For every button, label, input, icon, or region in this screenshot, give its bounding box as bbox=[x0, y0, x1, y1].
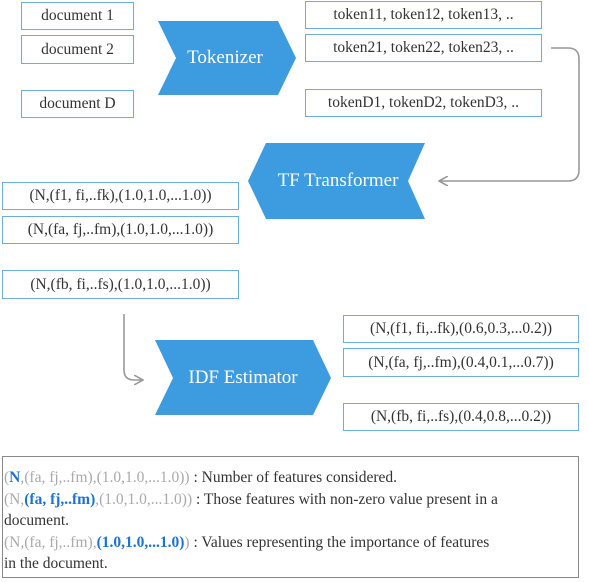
idf-vector-box: (N,(fa, fj,..fm),(0.4,0.1,...0.7)) bbox=[343, 348, 579, 377]
tf-transformer-shape bbox=[248, 143, 425, 219]
legend-features-highlight: (fa, fj,..fm) bbox=[24, 490, 96, 508]
idf-estimator-label: IDF Estimator bbox=[188, 366, 298, 388]
legend-line-n: (N,(fa, fj,..fm),(1.0,1.0,...1.0)) : Num… bbox=[4, 469, 398, 486]
tf-transformer-label: TF Transformer bbox=[277, 170, 399, 191]
tf-vector-box: (N,(f1, fi,..fk),(1.0,1.0,...1.0)) bbox=[2, 182, 239, 210]
idf-vector-box: (N,(fb, fi,..fs),(0.4,0.8,...0.2)) bbox=[343, 403, 579, 431]
legend-values-highlight: (1.0,1.0,...1.0) bbox=[96, 533, 185, 551]
tokenizer-label: Tokenizer bbox=[187, 47, 263, 68]
token-box: token21, token22, token23, .. bbox=[305, 34, 542, 62]
legend-line-values: (N,(fa, fj,..fm),(1.0,1.0,...1.0)) : Val… bbox=[4, 533, 490, 551]
tf-to-idf-arrow bbox=[123, 314, 142, 380]
legend-n-highlight: N bbox=[9, 469, 21, 486]
token-box: token11, token12, token13, .. bbox=[305, 1, 542, 29]
tf-vector-box: (N,(fa, fj,..fm),(1.0,1.0,...1.0)) bbox=[2, 216, 239, 244]
document-box: document D bbox=[21, 90, 134, 118]
document-box: document 2 bbox=[21, 35, 134, 64]
document-box: document 1 bbox=[21, 2, 134, 30]
token-box: tokenD1, tokenD2, tokenD3, .. bbox=[305, 89, 542, 117]
legend-line-features: (N,(fa, fj,..fm),(1.0,1.0,...1.0)) : Tho… bbox=[4, 490, 498, 508]
tokenizer-shape bbox=[158, 21, 296, 95]
legend-box: (N,(fa, fj,..fm),(1.0,1.0,...1.0)) : Num… bbox=[2, 456, 579, 578]
idf-estimator-shape bbox=[155, 340, 331, 415]
tf-vector-box: (N,(fb, fi,..fs),(1.0,1.0,...1.0)) bbox=[2, 270, 239, 299]
idf-vector-box: (N,(f1, fi,..fk),(0.6,0.3,...0.2)) bbox=[343, 315, 579, 343]
tokens-to-tf-arrow bbox=[440, 47, 580, 181]
